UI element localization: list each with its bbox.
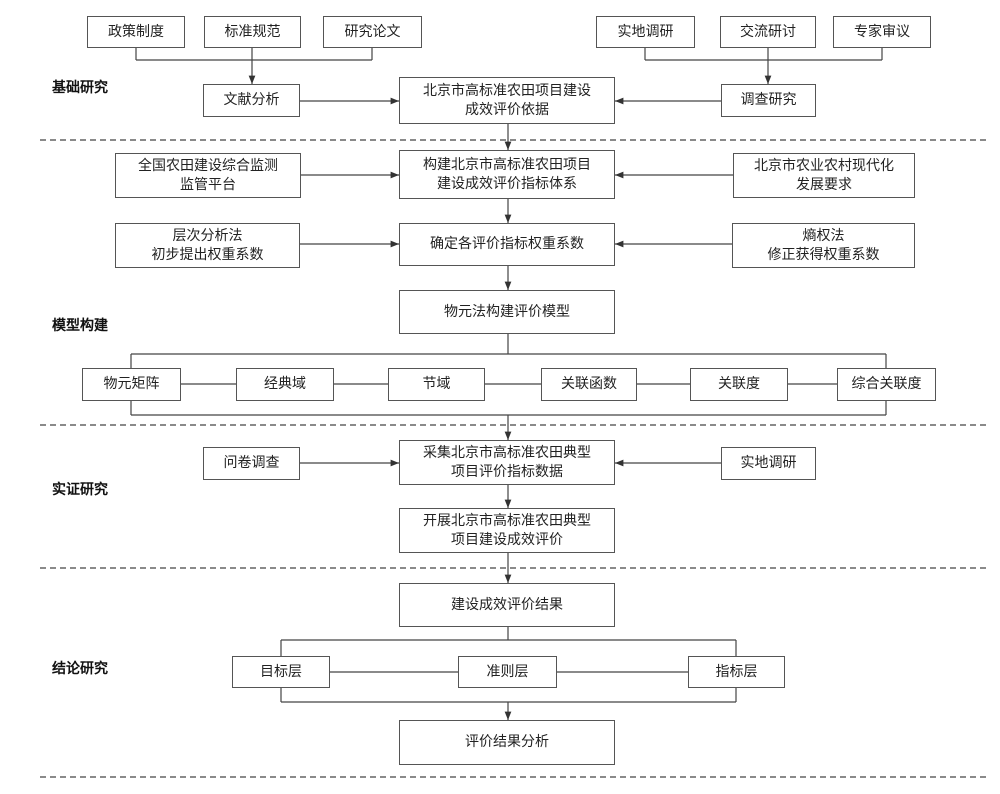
node-correlation-degree: 关联度 xyxy=(690,368,788,401)
node-section-domain: 节域 xyxy=(388,368,485,401)
node-expert: 专家审议 xyxy=(833,16,931,48)
node-field-survey: 实地调研 xyxy=(596,16,695,48)
node-platform: 全国农田建设综合监测 监管平台 xyxy=(115,153,301,198)
node-indicator-layer: 指标层 xyxy=(688,656,785,688)
node-evaluation-result: 建设成效评价结果 xyxy=(399,583,615,627)
stage-label-empirical: 实证研究 xyxy=(52,482,108,498)
node-result-analysis: 评价结果分析 xyxy=(399,720,615,765)
node-index-system: 构建北京市高标准农田项目 建设成效评价指标体系 xyxy=(399,150,615,199)
stage-label-model: 模型构建 xyxy=(52,318,108,334)
node-ahp: 层次分析法 初步提出权重系数 xyxy=(115,223,300,268)
node-questionnaire: 问卷调查 xyxy=(203,447,300,480)
stage-label-basic: 基础研究 xyxy=(52,80,108,96)
node-entropy: 熵权法 修正获得权重系数 xyxy=(732,223,915,268)
stage-label-conclusion: 结论研究 xyxy=(52,661,108,677)
node-matter-element-matrix: 物元矩阵 xyxy=(82,368,181,401)
node-investigation: 调查研究 xyxy=(721,84,816,117)
node-standard: 标准规范 xyxy=(204,16,301,48)
node-comprehensive-correlation: 综合关联度 xyxy=(837,368,936,401)
node-exchange: 交流研讨 xyxy=(720,16,816,48)
node-carry-out-evaluation: 开展北京市高标准农田典型 项目建设成效评价 xyxy=(399,508,615,553)
node-target-layer: 目标层 xyxy=(232,656,330,688)
node-field-survey-2: 实地调研 xyxy=(721,447,816,480)
node-collect-data: 采集北京市高标准农田典型 项目评价指标数据 xyxy=(399,440,615,485)
node-literature: 文献分析 xyxy=(203,84,300,117)
node-weights: 确定各评价指标权重系数 xyxy=(399,223,615,266)
node-modernization: 北京市农业农村现代化 发展要求 xyxy=(733,153,915,198)
node-paper: 研究论文 xyxy=(323,16,422,48)
node-correlation-function: 关联函数 xyxy=(541,368,637,401)
node-classic-domain: 经典域 xyxy=(236,368,334,401)
node-criterion-layer: 准则层 xyxy=(458,656,557,688)
node-basis: 北京市高标准农田项目建设 成效评价依据 xyxy=(399,77,615,124)
node-matter-element-model: 物元法构建评价模型 xyxy=(399,290,615,334)
node-policy: 政策制度 xyxy=(87,16,185,48)
